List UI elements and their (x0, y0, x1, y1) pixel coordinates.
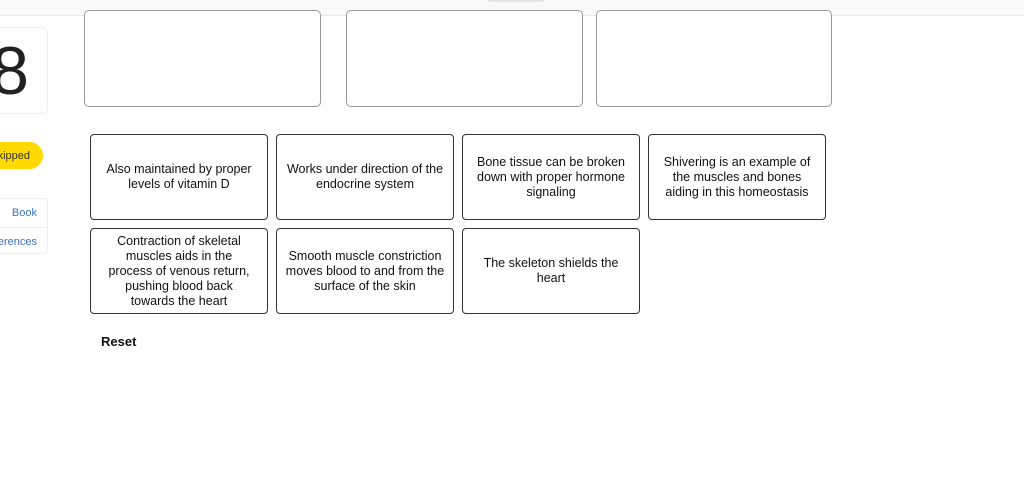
drag-card[interactable]: Shivering is an example of the muscles a… (648, 134, 826, 220)
drag-card[interactable]: Also maintained by proper levels of vita… (90, 134, 268, 220)
status-badge: kipped (0, 142, 43, 169)
resource-links: Book erences (0, 198, 48, 254)
ebook-link[interactable]: Book (0, 199, 47, 228)
drag-card[interactable]: Works under direction of the endocrine s… (276, 134, 454, 220)
drop-zone-3[interactable] (596, 10, 832, 107)
drag-card[interactable]: The skeleton shields the heart (462, 228, 640, 314)
drag-card[interactable]: Smooth muscle constriction moves blood t… (276, 228, 454, 314)
top-tab[interactable] (487, 0, 545, 2)
references-link[interactable]: erences (0, 236, 37, 248)
drop-zone-2[interactable] (346, 10, 583, 107)
drag-card[interactable]: Bone tissue can be broken down with prop… (462, 134, 640, 220)
reset-button[interactable]: Reset (101, 334, 137, 349)
drag-card[interactable]: Contraction of skeletal muscles aids in … (90, 228, 268, 314)
question-number: 8 (0, 27, 48, 114)
drop-zone-1[interactable] (84, 10, 321, 107)
